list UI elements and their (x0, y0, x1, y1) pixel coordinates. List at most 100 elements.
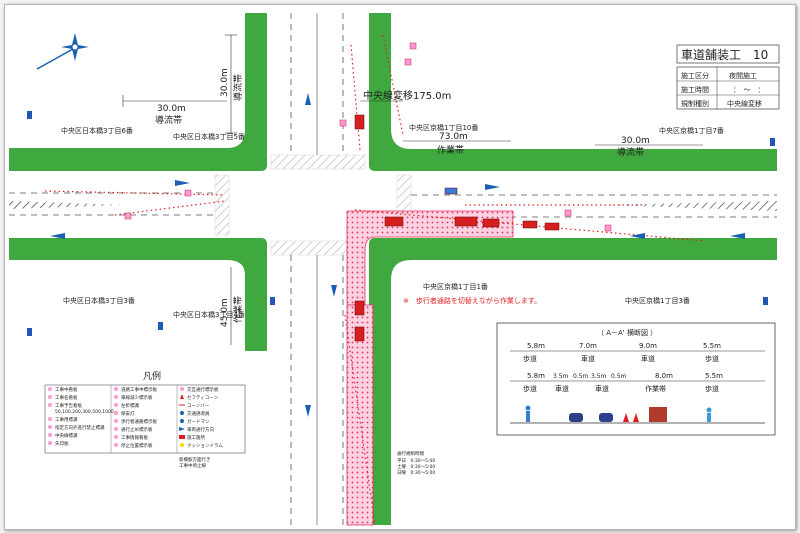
car-icon (569, 413, 583, 422)
legend-item-18: 交通誘導員 (187, 410, 210, 417)
district-labels: 中央区日本橋3丁目6番 中央区日本橋3丁目5番 中央区京橋1丁目10番 中央区京… (61, 123, 724, 319)
cs-r1-l3: 歩道 (705, 354, 719, 363)
district-se-mid: 中央区京橋1丁目1番 (423, 282, 488, 291)
cs-r1-w0: 5.8m (527, 342, 545, 350)
title-block: 車道舗装工 10 施工区分 夜間施工 施工時間 ： ～ ： 規制種別 中央線変移 (676, 44, 780, 110)
info-value-1: ： ～ ： (733, 86, 765, 94)
dim-45: 45.0m (220, 298, 230, 327)
dim-73: 73.0m (439, 132, 468, 142)
legend-item-7: 道路工事中標示板 (121, 386, 157, 393)
cs-r2-l0: 歩道 (523, 384, 537, 393)
sidewalk-blocks (9, 13, 777, 525)
cone-icon (623, 413, 629, 422)
legend-item-21: 施工箇所 (187, 434, 205, 441)
legend-title: 凡例 (143, 370, 161, 382)
schedule-title: 通行規制時間 (397, 450, 424, 457)
blue-plates (27, 111, 775, 336)
info-label-0: 施工区分 (681, 71, 709, 80)
cs-r1-w3: 5.5m (703, 342, 721, 350)
legend-item-4: 指定方向外進行禁止標識 (55, 424, 105, 431)
dim-30-right: 30.0m (621, 136, 650, 146)
legend-item-22: クッションドラム (187, 443, 223, 449)
legend-item-14: 停止位置標示板 (121, 442, 153, 449)
work-vehicles (354, 114, 560, 342)
cs-r2-l3: 車道 (595, 384, 609, 393)
info-value-0: 夜間施工 (729, 71, 757, 80)
legend-item-6: 矢印板 (55, 440, 69, 447)
dim-ryuryu-right: 導流帯 (617, 146, 644, 158)
legend-item-10: 保安灯 (121, 410, 135, 417)
cs-r2-w5: 8.0m (655, 372, 673, 380)
cs-r2-w6: 5.5m (705, 372, 723, 380)
car-icon (599, 413, 613, 422)
legend-item-20: 車両通行方向 (187, 426, 214, 433)
schedule: 通行規制時間 平日 0:30～5:00 土曜 0:30～5:00 日曜 0:30… (397, 450, 435, 476)
cs-r1-l2: 車道 (641, 354, 655, 363)
schedule-row-1: 土曜 0:30～5:00 (397, 463, 435, 470)
cs-r1-w2: 9.0m (639, 342, 657, 350)
schedule-row-0: 平日 0:30～5:00 (397, 458, 435, 464)
dim-30-top: 30.0m (220, 68, 230, 97)
legend-item-11: 歩行者通路標示板 (121, 418, 157, 425)
legend: 凡例 工事中看板 工事名看板 工事予告看板 50,100,200,300,500… (44, 370, 246, 469)
legend-item-2: 工事予告看板 (55, 402, 82, 409)
sign-markers (124, 42, 612, 232)
title-main: 車道舗装工 (681, 48, 741, 62)
cs-r1-l0: 歩道 (523, 354, 537, 363)
district-s-mid: 中央区日本橋3丁目4番 (173, 310, 245, 319)
drawing-sheet: 車道舗装工 10 施工区分 夜間施工 施工時間 ： ～ ： 規制種別 中央線変移… (4, 4, 796, 530)
cross-section: （ A－A' 横断図 ） 5.8m 7.0m 9.0m 5.5m 歩道 車道 車… (496, 322, 776, 436)
plan-drawing: 車道舗装工 10 施工区分 夜間施工 施工時間 ： ～ ： 規制種別 中央線変移… (9, 13, 780, 526)
district-nw: 中央区日本橋3丁目6番 (61, 126, 133, 135)
cone-icon (633, 413, 639, 422)
cs-r2-w1: 3.5m (553, 373, 569, 380)
legend-item-13: 工事情報看板 (121, 434, 148, 441)
district-ne-mid: 中央区京橋1丁目10番 (409, 123, 478, 132)
traffic-arrows (50, 93, 745, 417)
legend-item-3: 工事用標識 (55, 416, 78, 423)
schedule-row-2: 日曜 0:30～5:00 (397, 470, 435, 476)
legend-item-0: 工事中看板 (55, 386, 78, 393)
cs-r2-l5: 作業帯 (645, 384, 666, 393)
cs-r2-l6: 歩道 (705, 384, 719, 393)
dimension-labels: 30.0m 導流帯 30.0m 導流帯 中央線変移175.0m 73.0m 作業… (155, 68, 650, 327)
legend-foot-1: 工事中停止線 (179, 462, 206, 469)
district-sw: 中央区日本橋3丁目3番 (63, 296, 135, 305)
median-hatch (9, 201, 777, 211)
truck-icon (649, 407, 667, 422)
district-n-mid: 中央区日本橋3丁目5番 (173, 132, 245, 141)
pedestrian-icon (706, 407, 712, 422)
legend-sizes: 50,100,200,300,500,1000 (55, 409, 114, 415)
info-label-2: 規制種別 (681, 99, 709, 108)
cs-r1-l1: 車道 (581, 354, 595, 363)
legend-item-9: 左折標識 (121, 402, 139, 409)
cs-title: （ A－A' 横断図 ） (597, 328, 657, 337)
legend-item-17: コーンバー (187, 403, 210, 409)
north-arrow-icon (36, 33, 89, 70)
info-label-1: 施工時間 (681, 85, 709, 94)
work-zone (346, 210, 514, 526)
legend-foot-0: 新橋駅方面行き (179, 456, 211, 463)
dim-ryuryu-top: 導流帯 (232, 74, 244, 101)
cone-lines (44, 34, 706, 526)
cs-r1-w1: 7.0m (579, 342, 597, 350)
cs-r2-w2: 0.5m (573, 373, 589, 380)
title-number: 10 (753, 48, 768, 62)
district-ne: 中央区京橋1丁目7番 (659, 126, 724, 135)
dim-chuo-shift: 中央線変移175.0m (363, 89, 451, 102)
cs-r2-w3: 3.5m (591, 373, 607, 380)
pedestrian-icon (525, 405, 531, 422)
legend-item-12: 通行止め標示板 (121, 426, 153, 433)
cs-r2-w0: 5.8m (527, 372, 545, 380)
work-note: ※ 歩行者通路を切替えながら作業します。 (403, 296, 541, 305)
legend-item-15: 交互通行標示板 (187, 386, 219, 393)
dim-ryuryu-left: 導流帯 (155, 114, 182, 126)
cs-r2-w4: 0.5m (611, 373, 627, 380)
legend-item-19: ガードマン (187, 418, 210, 425)
dim-sagyotai-v: 作業帯 (232, 296, 244, 323)
legend-item-16: セフティコーン (187, 395, 219, 401)
district-se: 中央区京橋1丁目3番 (625, 296, 690, 305)
cs-r2-l1: 車道 (555, 384, 569, 393)
legend-item-8: 車線減少標示板 (121, 394, 153, 401)
dim-30-left: 30.0m (157, 104, 186, 114)
